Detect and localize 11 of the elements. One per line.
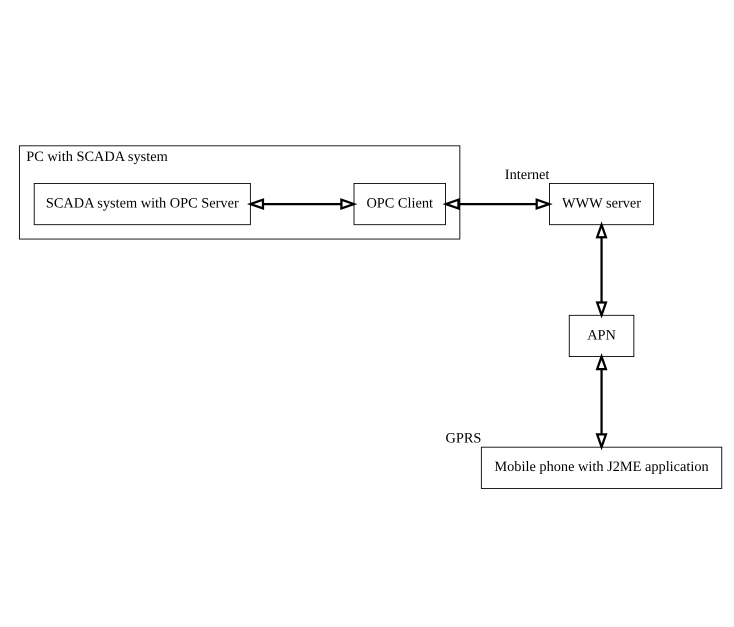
node-label: Internet xyxy=(504,166,550,183)
node-box: APN xyxy=(568,314,634,357)
node-box: Mobile phone with J2ME application xyxy=(480,446,722,489)
node-box: SCADA system with OPC Server xyxy=(34,182,251,226)
arrow xyxy=(596,353,608,450)
arrow xyxy=(247,198,358,210)
node-box: WWW server xyxy=(549,182,654,226)
node-box: OPC Client xyxy=(354,182,446,226)
arrow xyxy=(596,221,608,318)
node-label: GPRS xyxy=(445,430,482,446)
arrow xyxy=(442,198,553,210)
